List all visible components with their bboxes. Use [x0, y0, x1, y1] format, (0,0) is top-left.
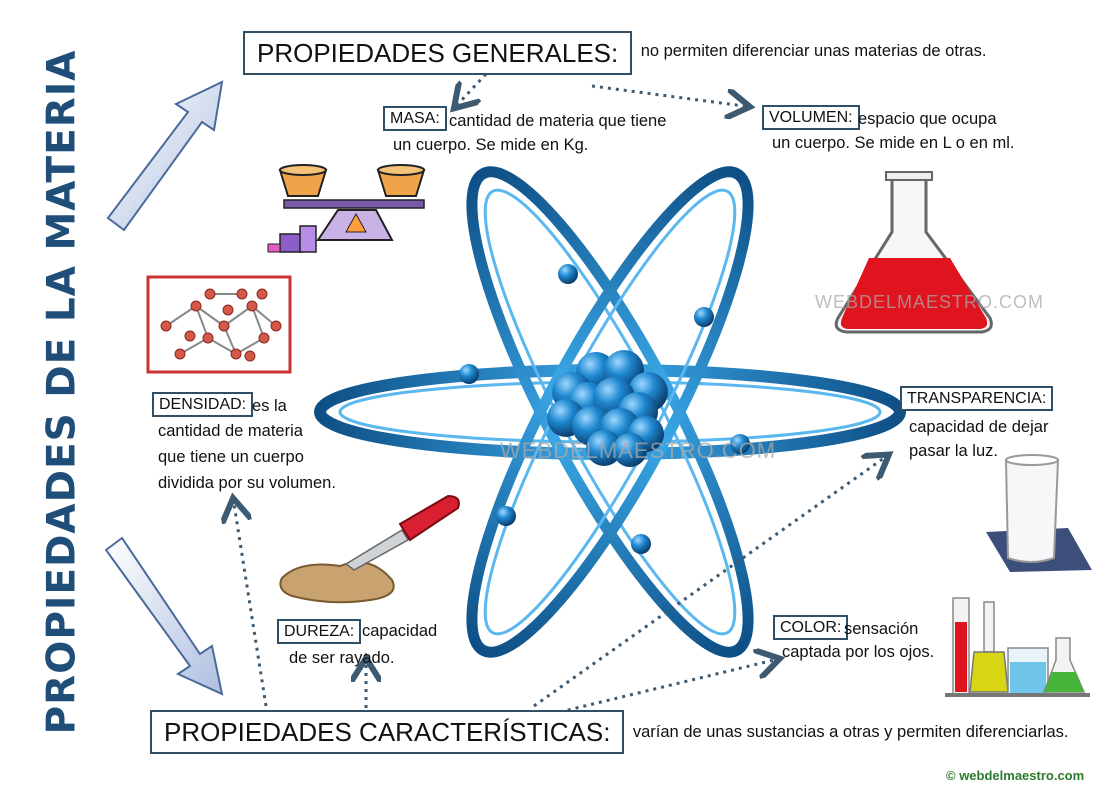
big-arrow-down-icon [104, 536, 224, 696]
masa-desc-line2: un cuerpo. Se mide en Kg. [393, 136, 589, 154]
densidad-block: DENSIDAD: [152, 392, 254, 417]
color-desc-line1: sensación [844, 620, 919, 638]
masa-block: MASA: [383, 106, 447, 131]
volumen-desc-line1: espacio que ocupa [858, 110, 997, 128]
lab-tubes-icon [945, 597, 1090, 697]
transparencia-desc-line2: pasar la luz. [909, 442, 998, 460]
volumen-block: VOLUMEN: [762, 105, 860, 130]
dureza-label: DUREZA: [277, 619, 362, 644]
vertical-title: PROPIEDADES DE LA MATERIA [0, 0, 110, 787]
page-title: PROPIEDADES DE LA MATERIA [39, 49, 85, 735]
footer-credit: © webdelmaestro.com [946, 768, 1085, 783]
water-glass-icon [986, 454, 1092, 572]
characteristic-properties-desc: varían de unas sustancias a otras y perm… [632, 723, 1069, 741]
erlenmeyer-flask-icon [834, 171, 993, 334]
watermark-flask: WEBDELMAESTRO.COM [815, 292, 1045, 312]
nucleus [547, 350, 668, 467]
densidad-label: DENSIDAD: [152, 392, 254, 417]
color-block: COLOR: [773, 615, 849, 640]
characteristic-properties-label: PROPIEDADES CARACTERÍSTICAS: [150, 710, 625, 754]
color-desc-line2: captada por los ojos. [782, 643, 935, 661]
densidad-desc-line2: cantidad de materia [158, 422, 303, 440]
transparencia-label: TRANSPARENCIA: [900, 386, 1054, 411]
dureza-desc-line2: de ser rayado. [289, 649, 395, 667]
dureza-block: DUREZA: [277, 619, 362, 644]
general-properties-label: PROPIEDADES GENERALES: [243, 31, 633, 75]
knife-icon [279, 494, 460, 604]
volumen-label: VOLUMEN: [762, 105, 860, 130]
atom-icon [314, 166, 906, 658]
characteristic-properties: PROPIEDADES CARACTERÍSTICAS: varían de u… [150, 710, 1069, 754]
transparencia-block: TRANSPARENCIA: [900, 386, 1054, 411]
densidad-desc-line1: es la [252, 397, 287, 415]
general-properties: PROPIEDADES GENERALES: no permiten difer… [243, 31, 986, 75]
transparencia-desc-line1: capacidad de dejar [909, 418, 1049, 436]
densidad-desc-line3: que tiene un cuerpo [158, 448, 304, 466]
connector-arrows [234, 72, 884, 714]
general-properties-desc: no permiten diferenciar unas materias de… [640, 42, 987, 60]
dureza-desc-line1: capacidad [362, 622, 438, 640]
big-arrow-up-icon [106, 80, 224, 232]
molecule-lattice-icon [146, 275, 292, 374]
balance-scale-icon [267, 164, 426, 253]
densidad-desc-line4: dividida por su volumen. [158, 474, 336, 492]
watermark-atom: WEBDELMAESTRO.COM [500, 438, 777, 463]
color-label: COLOR: [773, 615, 849, 640]
masa-label: MASA: [383, 106, 447, 131]
volumen-desc-line2: un cuerpo. Se mide en L o en ml. [772, 134, 1015, 152]
masa-desc-line1: cantidad de materia que tiene [449, 112, 667, 130]
